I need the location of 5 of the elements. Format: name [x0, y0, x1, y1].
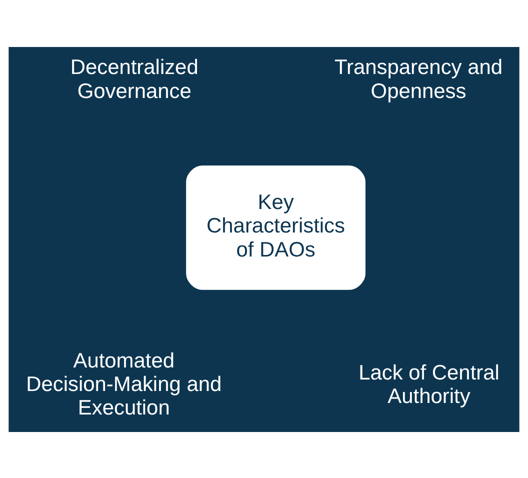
- node-text: Automated Decision-Making and Execution: [26, 349, 222, 420]
- node-text: Lack of Central Authority: [358, 360, 500, 408]
- node-text: Decentralized Governance: [70, 56, 198, 102]
- node-text: Transparency and Openness: [334, 56, 503, 102]
- node-box: Key Characteristics of DAOs: [186, 165, 366, 290]
